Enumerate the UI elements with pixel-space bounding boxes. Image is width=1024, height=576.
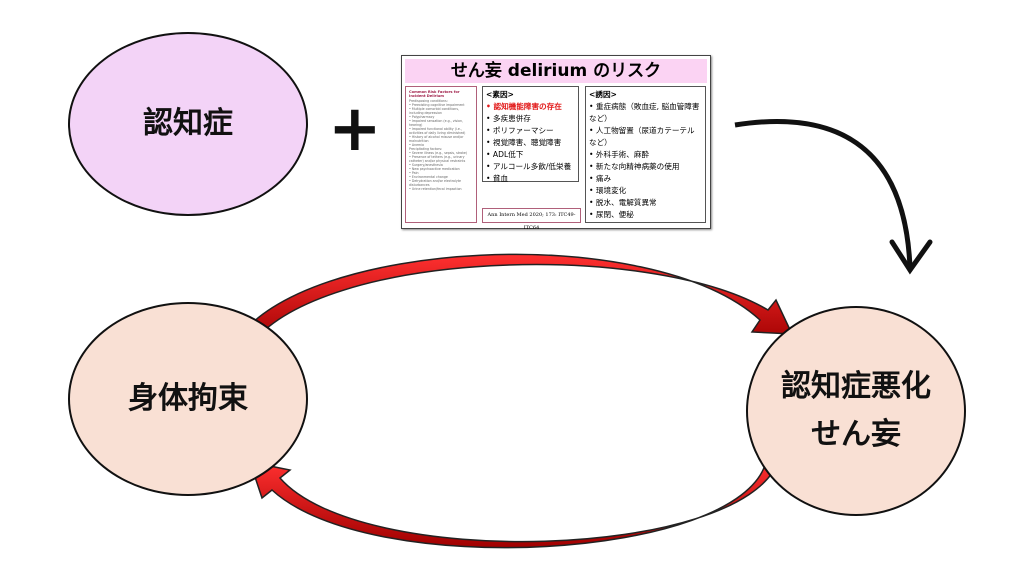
predisposing-list: <素因> 認知機能障害の存在多疾患併存ポリファーマシー視覚障害、聴覚障害ADL低… xyxy=(482,86,579,185)
citation: Ann Intern Med 2020; 173: ITC49-ITC64 xyxy=(482,208,581,231)
list-item: • Urine retention/fecal impaction xyxy=(409,186,462,191)
restraint-label: 身体拘束 xyxy=(128,381,248,416)
black-curved-arrow xyxy=(734,118,913,269)
delirium-risk-slide-image: せん妄 delirium のリスク Common Risk Factors fo… xyxy=(401,55,711,231)
reference-title: Common Risk Factors for Incident Deliriu… xyxy=(409,90,460,99)
delirium-label: せん妄 xyxy=(811,417,901,452)
list-item: 新たな向精神病薬の使用 xyxy=(589,161,702,173)
list-item: • Impaired functional ability (i.e., act… xyxy=(409,126,466,135)
worsening-label: 認知症悪化 xyxy=(781,369,931,404)
list-item: • Impaired sensation (e.g., vision, hear… xyxy=(409,118,463,127)
list-item: Predisposing conditions: xyxy=(409,98,448,103)
list-item: • Severe illness (e.g., sepsis, stroke) xyxy=(409,150,468,155)
list-item: • Pain xyxy=(409,170,419,175)
list-item: ポリファーマシー xyxy=(486,125,575,137)
list-item: 貧血 xyxy=(486,173,575,185)
red-arrow-bottom xyxy=(248,461,780,549)
list-item: 脱水、電解質異常 xyxy=(589,197,702,209)
list-item: 重症病態（敗血症, 脳血管障害など） xyxy=(589,101,702,125)
dementia-node: 認知症 xyxy=(68,32,308,216)
list-item: • New psychoactive medication xyxy=(409,166,460,171)
list-item: 環境変化 xyxy=(589,185,702,197)
plus-sign: + xyxy=(328,92,382,166)
red-arrow-top xyxy=(234,253,794,347)
dementia-label: 認知症 xyxy=(143,106,233,141)
list-item: • History of alcohol misuse and/or malnu… xyxy=(409,134,464,143)
list-item: ADL低下 xyxy=(486,149,575,161)
list-item: • Surgery/anesthesia xyxy=(409,162,443,167)
list-item: 外科手術、麻酔 xyxy=(589,149,702,161)
black-arrowhead-icon xyxy=(889,239,933,275)
restraint-node: 身体拘束 xyxy=(68,302,308,496)
reference-table: Common Risk Factors for Incident Deliriu… xyxy=(405,86,477,223)
list-item: アルコール多飲/低栄養 xyxy=(486,161,575,173)
precipitating-list: <誘因> 重症病態（敗血症, 脳血管障害など）人工物留置（尿道カテーテルなど）外… xyxy=(585,86,706,223)
precipitating-header: <誘因> xyxy=(589,90,617,99)
list-item: 尿閉、便秘 xyxy=(589,209,702,221)
list-item: Precipitating factors: xyxy=(409,146,443,151)
list-item: • Presence of tethers (e.g., urinary cat… xyxy=(409,154,466,163)
list-item: • Multiple comorbid conditions, includin… xyxy=(409,106,459,115)
list-item: • Polypharmacy xyxy=(409,114,435,119)
list-item: 人工物留置（尿道カテーテルなど） xyxy=(589,125,702,149)
list-item: 認知機能障害の存在 xyxy=(486,101,575,113)
list-item: 視覚障害、聴覚障害 xyxy=(486,137,575,149)
list-item: 多疾患併存 xyxy=(486,113,575,125)
slide-title: せん妄 delirium のリスク xyxy=(405,59,707,83)
list-item: • Dehydration and/or electrolyte disturb… xyxy=(409,178,461,187)
predisposing-header: <素因> xyxy=(486,90,514,99)
list-item: • Environmental change xyxy=(409,174,448,179)
list-item: • Preexisting cognitive impairment xyxy=(409,102,465,107)
worsening-node: 認知症悪化せん妄 xyxy=(746,306,966,516)
list-item: 痛み xyxy=(589,173,702,185)
list-item: • Anemia xyxy=(409,142,424,147)
